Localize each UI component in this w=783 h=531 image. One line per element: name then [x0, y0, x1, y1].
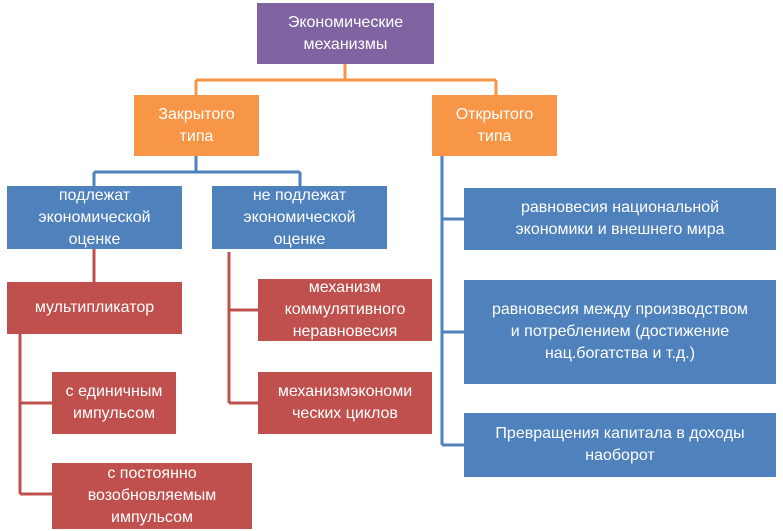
- no-evaluation-connectors: [227, 252, 258, 405]
- not-subject-to-evaluation-node: не подлежат экономической оценке: [212, 186, 387, 249]
- multiplier-node: мультипликатор: [7, 282, 182, 334]
- closed-type-node: Закрытого типа: [134, 95, 259, 156]
- cumulative-imbalance-node: механизм коммулятивного неравновесия: [258, 279, 432, 341]
- root-node: Экономические механизмы: [257, 3, 434, 64]
- economic-cycles-node: механизмэкономи ческих циклов: [258, 372, 432, 434]
- single-impulse-node: с единичным импульсом: [52, 372, 176, 434]
- closed-type-connectors: [92, 156, 302, 186]
- production-consumption-balance-node: равновесия между производством и потребл…: [464, 280, 776, 384]
- renewable-impulse-node: с постоянно возобновляемым импульсом: [52, 463, 252, 529]
- national-external-balance-node: равновесия национальной экономики и внеш…: [464, 188, 776, 250]
- open-type-node: Открытого типа: [432, 95, 557, 156]
- subject-to-evaluation-node: подлежат экономической оценке: [7, 186, 182, 249]
- multiplier-connectors: [18, 334, 52, 496]
- capital-to-income-node: Превращения капитала в доходы наоборот: [464, 413, 776, 477]
- root-connectors: [194, 64, 498, 95]
- open-type-connectors: [440, 156, 464, 447]
